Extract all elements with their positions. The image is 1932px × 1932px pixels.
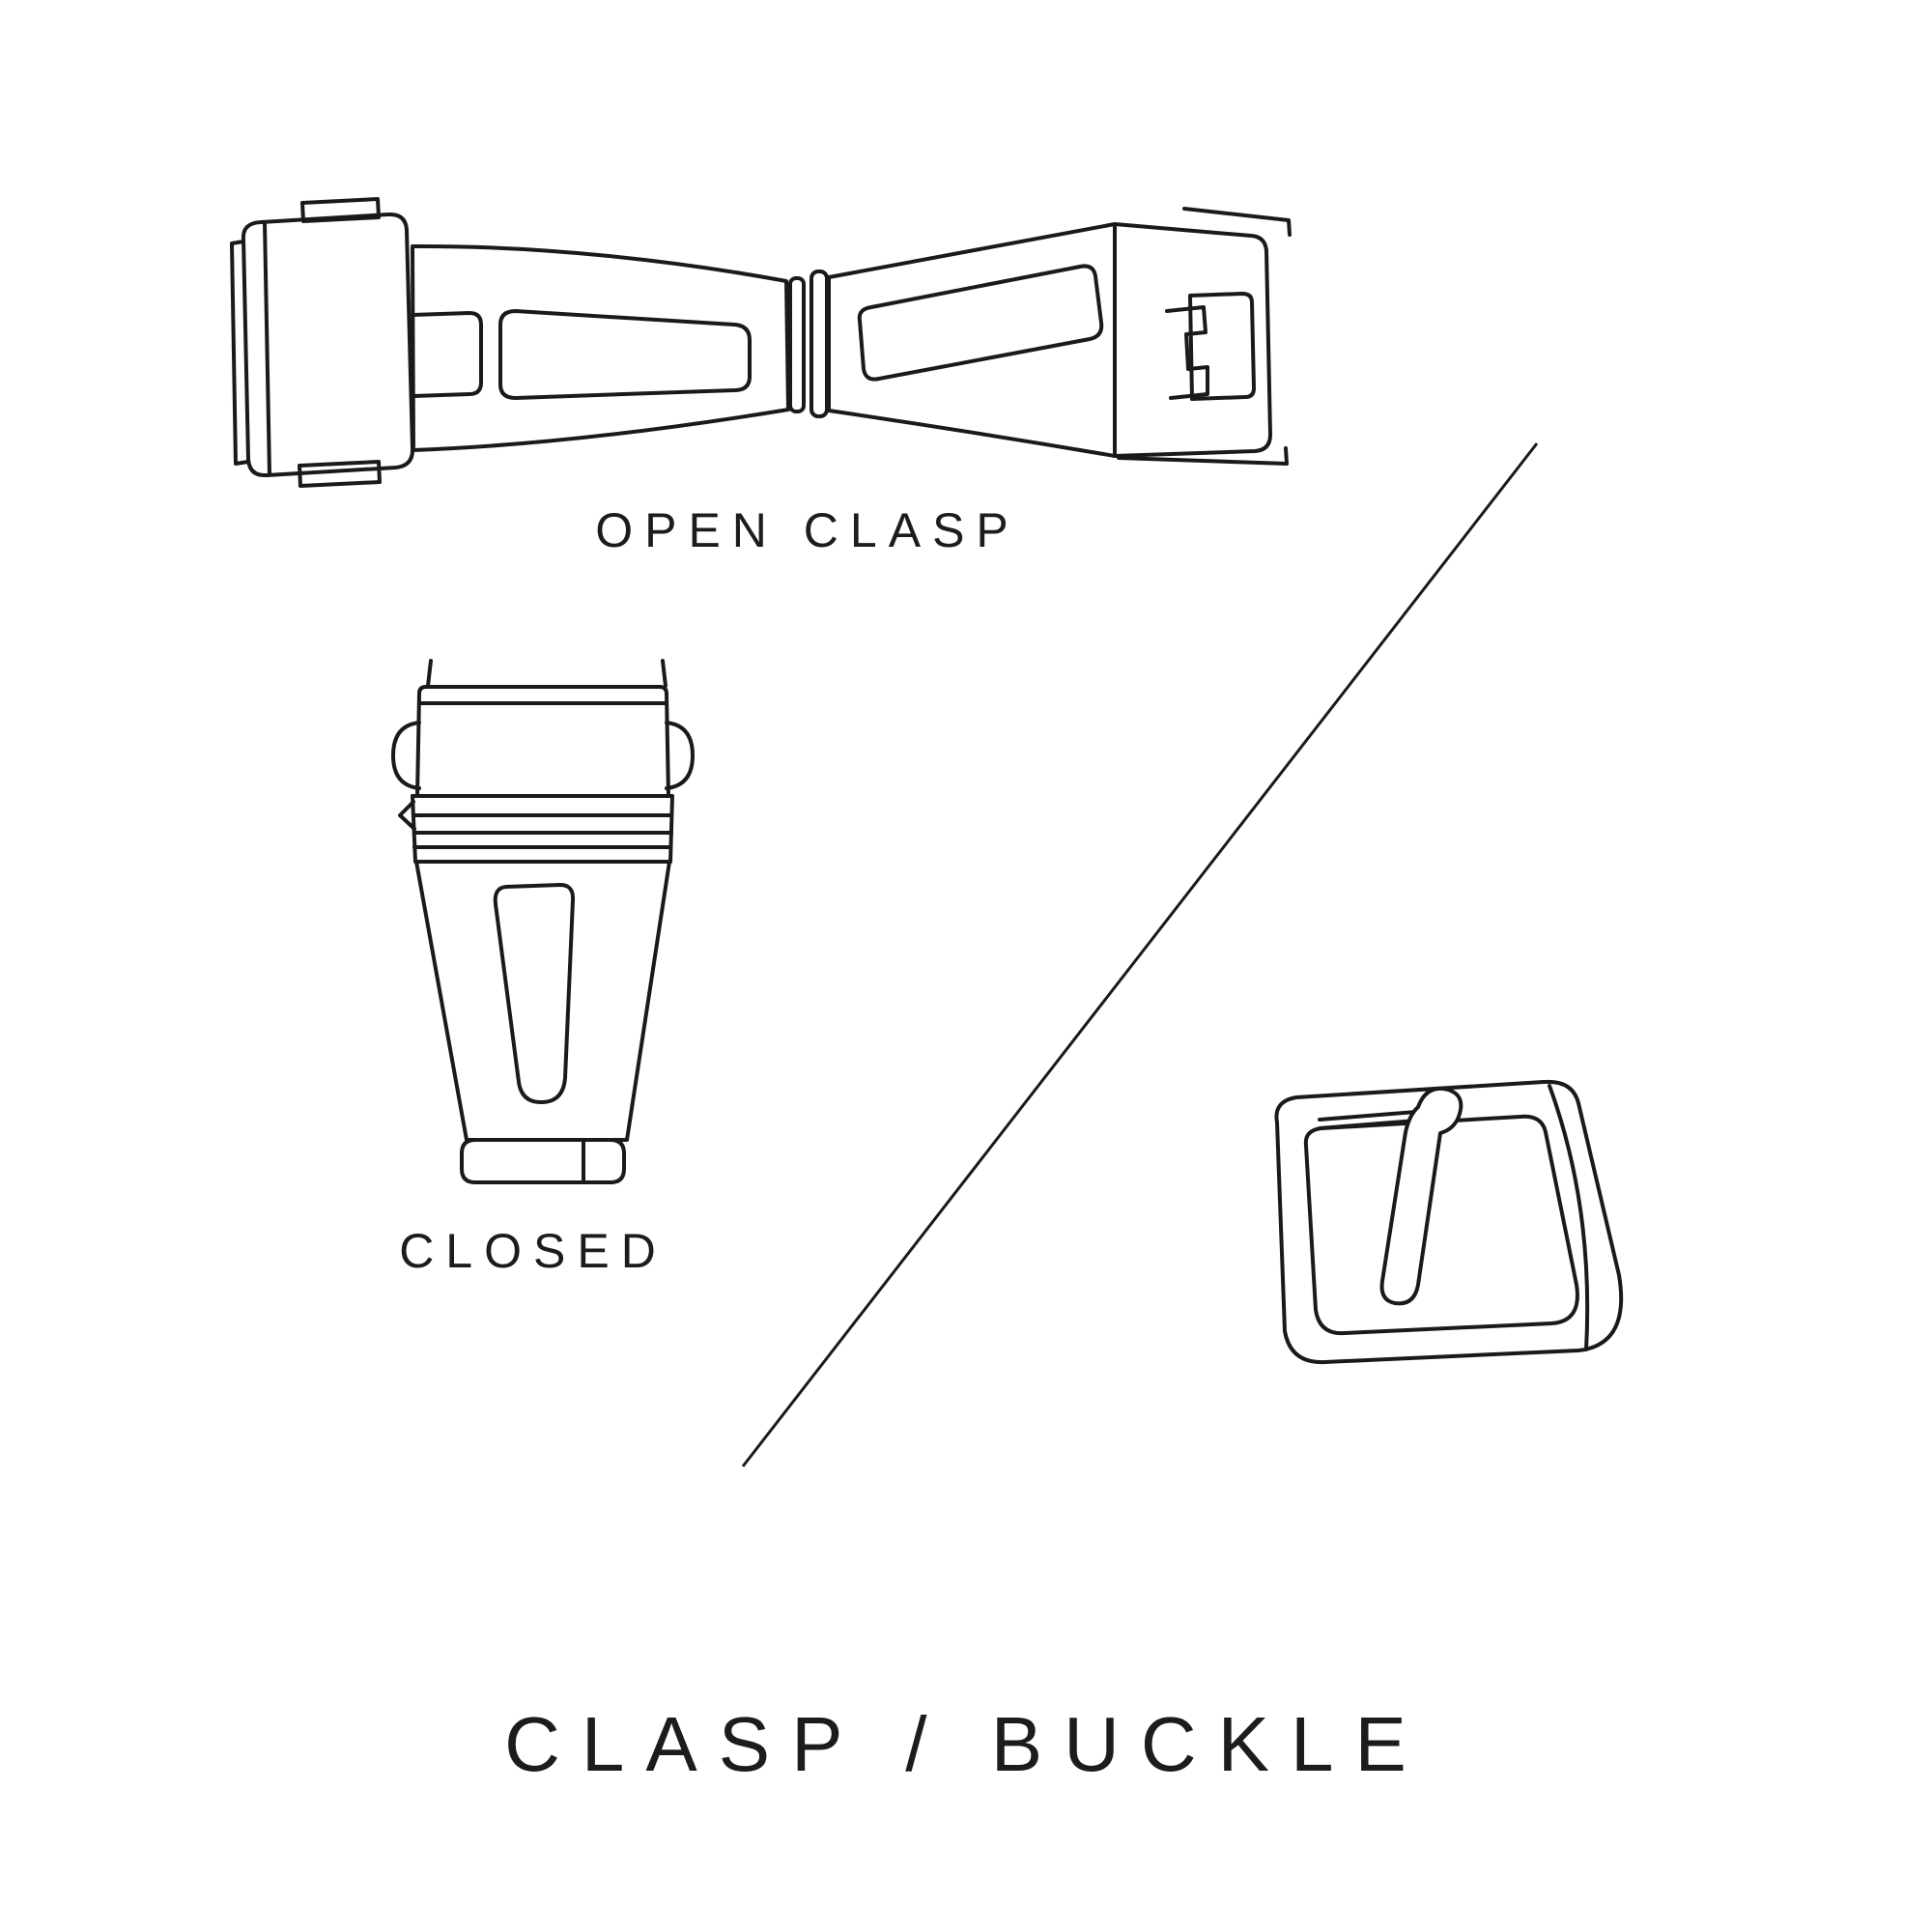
closed-clasp-illustration	[391, 659, 695, 1184]
open-clasp-illustration	[230, 197, 1292, 488]
buckle-illustration	[1274, 1079, 1624, 1365]
divider-line	[741, 442, 1539, 1467]
page-title: CLASP / BUCKLE	[504, 1701, 1428, 1787]
open-clasp-label: OPEN CLASP	[595, 503, 1020, 557]
closed-clasp-label: CLOSED	[399, 1224, 668, 1278]
